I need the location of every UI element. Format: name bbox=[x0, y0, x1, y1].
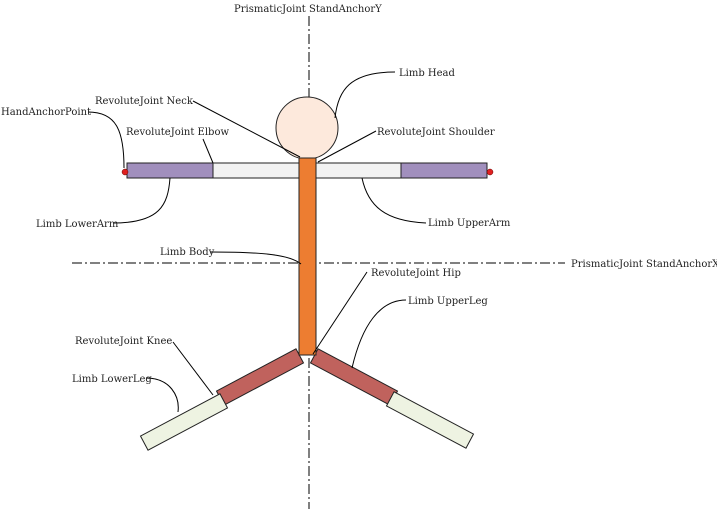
label-revolute-neck: RevoluteJoint Neck bbox=[95, 96, 194, 107]
leader-revolute-neck bbox=[192, 100, 301, 158]
limb-lowerarm-right bbox=[400, 162, 488, 179]
label-limb-upperarm: Limb UpperArm bbox=[428, 218, 511, 229]
label-limb-upperleg: Limb UpperLeg bbox=[408, 296, 488, 307]
label-revolute-shoulder: RevoluteJoint Shoulder bbox=[377, 127, 495, 138]
label-limb-body: Limb Body bbox=[160, 247, 215, 258]
hand-anchor-point-right bbox=[486, 168, 494, 176]
limb-lowerleg-left bbox=[139, 393, 229, 451]
label-stand-anchor-y: PrismaticJoint StandAnchorY bbox=[234, 4, 382, 15]
leader-revolute-shoulder bbox=[317, 130, 377, 163]
leader-limb-body bbox=[209, 251, 302, 265]
leader-hand-anchor bbox=[87, 111, 125, 169]
label-revolute-hip: RevoluteJoint Hip bbox=[371, 268, 461, 279]
leader-limb-head bbox=[334, 71, 396, 119]
leader-revolute-elbow bbox=[202, 138, 214, 164]
limb-upperleg-left bbox=[215, 348, 305, 406]
leader-limb-lowerarm bbox=[112, 177, 171, 224]
limb-body bbox=[298, 157, 317, 356]
label-hand-anchor: HandAnchorPoint bbox=[1, 107, 91, 118]
label-limb-lowerleg: Limb LowerLeg bbox=[72, 374, 152, 385]
hand-anchor-point-left bbox=[121, 168, 129, 176]
leader-revolute-hip bbox=[312, 271, 368, 355]
leader-revolute-knee bbox=[172, 341, 214, 396]
label-limb-lowerarm: Limb LowerArm bbox=[36, 219, 119, 230]
leader-limb-upperleg bbox=[351, 299, 407, 369]
limb-lowerleg-right bbox=[385, 391, 475, 449]
limb-upperarm-left bbox=[211, 162, 301, 179]
leader-limb-upperarm bbox=[361, 177, 427, 224]
label-stand-anchor-x: PrismaticJoint StandAnchorX bbox=[571, 259, 717, 270]
label-revolute-knee: RevoluteJoint Knee bbox=[75, 336, 172, 347]
limb-lowerarm-left bbox=[126, 162, 214, 179]
limb-upperleg-right bbox=[309, 348, 399, 406]
label-revolute-elbow: RevoluteJoint Elbow bbox=[126, 127, 229, 138]
leader-limb-lowerleg bbox=[145, 377, 179, 413]
limb-upperarm-right bbox=[315, 162, 403, 179]
label-limb-head: Limb Head bbox=[399, 68, 456, 79]
